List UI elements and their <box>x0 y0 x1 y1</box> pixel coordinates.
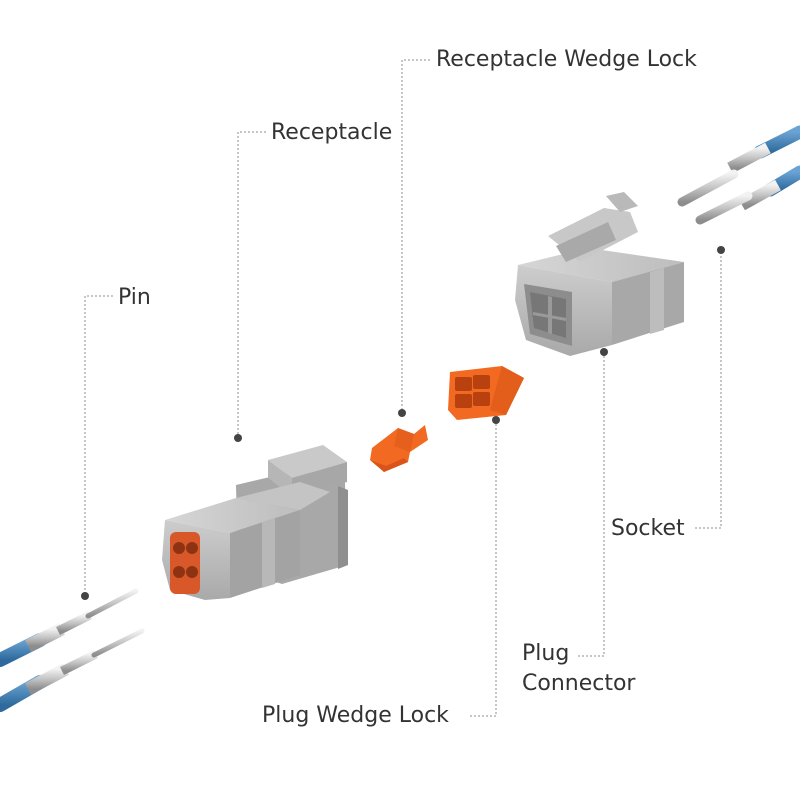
leader-dot-plug-connector <box>600 348 608 356</box>
label-receptacle-wedge-lock: Receptacle Wedge Lock <box>436 47 697 72</box>
leader-plug-connector <box>578 353 605 657</box>
label-socket: Socket <box>611 516 685 541</box>
pin-shaft-1 <box>85 588 139 619</box>
plug-wedge-lock-part <box>448 366 524 420</box>
socket-crimp-1 <box>727 142 771 174</box>
pin-crimp-1 <box>25 623 65 652</box>
pin-pair <box>0 588 145 712</box>
leader-dot-pin <box>81 592 89 600</box>
label-plug-connector-line2: Connector <box>522 671 636 696</box>
receptacle-housing <box>162 445 348 600</box>
pin-shaft-2 <box>91 628 145 658</box>
leader-plug-wedge-lock <box>470 421 497 717</box>
leader-dot-socket <box>717 246 725 254</box>
receptacle-wedge-lock-part <box>370 425 428 472</box>
pin-barrel-1 <box>55 610 93 636</box>
leader-dot-receptacle-wedge-lock <box>398 409 406 417</box>
pin-barrel-2 <box>59 649 99 676</box>
label-receptacle: Receptacle <box>271 120 393 145</box>
leader-dots <box>81 246 725 600</box>
label-plug-wedge-lock: Plug Wedge Lock <box>262 703 449 728</box>
leader-lines <box>84 59 722 717</box>
leader-pin <box>84 295 113 594</box>
label-plug-connector: Plug Connector <box>522 639 635 699</box>
socket-barrel-1 <box>677 169 739 207</box>
socket-barrel-2 <box>695 191 753 225</box>
leader-receptacle-wedge-lock <box>401 59 430 412</box>
socket-crimp-2 <box>739 179 781 211</box>
plug-connector-housing <box>515 192 684 356</box>
label-plug-connector-line1: Plug <box>522 641 570 666</box>
pin-crimp-2 <box>24 663 70 695</box>
socket-pair <box>677 125 800 225</box>
leader-dot-plug-wedge-lock <box>492 416 500 424</box>
receptacle-orange-insert <box>170 532 200 594</box>
label-pin: Pin <box>118 285 151 310</box>
leader-receptacle <box>237 131 266 437</box>
leader-socket <box>695 250 722 529</box>
leader-dot-receptacle <box>234 434 242 442</box>
